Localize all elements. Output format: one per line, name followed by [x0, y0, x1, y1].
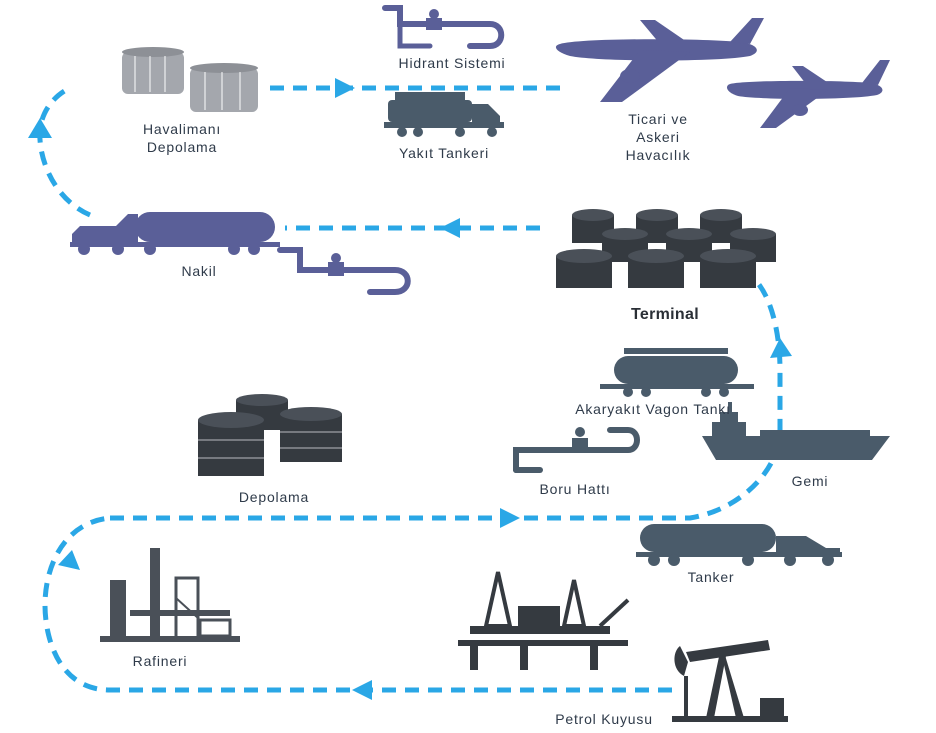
arrow-left-top	[440, 218, 460, 238]
route-segment-transport-to-airport	[37, 85, 92, 218]
offshore-rig-icon	[458, 571, 630, 670]
label-aviation-line3: Havacılık	[625, 147, 691, 163]
tanker-truck-icon	[636, 524, 842, 566]
rail-tank-car-icon	[600, 348, 754, 397]
storage-drums-icon	[198, 394, 342, 476]
pipe-valve-icon	[382, 5, 505, 49]
airplane-icon	[555, 18, 764, 102]
terminal-tanks-icon	[556, 209, 776, 288]
label-tanker: Tanker	[687, 569, 735, 585]
arrow-left-bottom	[352, 680, 372, 700]
label-hydrant-system: Hidrant Sistemi	[398, 55, 506, 71]
label-fuel-truck: Yakıt Tankeri	[398, 145, 490, 161]
tanker-truck-icon	[70, 212, 280, 255]
arrow-right-mid	[500, 508, 520, 528]
label-oil-well: Petrol Kuyusu	[555, 711, 653, 727]
fuel-truck-icon	[384, 92, 504, 137]
route-segment-well-to-refinery	[42, 515, 672, 693]
label-terminal: Terminal	[631, 306, 699, 323]
pumpjack-icon	[672, 640, 788, 722]
label-airport-storage-line1: Havalimanı	[142, 121, 222, 137]
route-segment-refinery-to-ship	[110, 278, 783, 521]
arrow-right-top	[335, 78, 355, 98]
label-ship: Gemi	[791, 473, 829, 489]
storage-tanks-icon	[122, 47, 258, 112]
pipe-valve-icon	[277, 247, 411, 295]
airplane-icon	[726, 60, 890, 128]
label-aviation-line1: Ticari ve	[628, 111, 688, 127]
label-rail-tank: Akaryakıt Vagon Tankı	[575, 401, 731, 417]
arrow-up-left-bottom	[58, 550, 80, 570]
label-aviation: Ticari ve Askeri Havacılık	[598, 110, 718, 164]
arrow-up-left-top	[28, 118, 52, 138]
label-airport-storage-line2: Depolama	[146, 139, 218, 155]
refinery-icon	[100, 548, 240, 642]
pipeline-valve-icon	[513, 427, 640, 473]
label-aviation-line2: Askeri	[636, 129, 680, 145]
label-pipeline: Boru Hattı	[539, 481, 611, 497]
label-airport-storage: Havalimanı Depolama	[110, 120, 254, 156]
label-transport: Nakil	[181, 263, 217, 279]
flow-arrows	[28, 78, 792, 700]
label-storage: Depolama	[238, 489, 310, 505]
label-refinery: Rafineri	[132, 653, 188, 669]
ship-icon	[702, 402, 890, 460]
arrow-up-right	[770, 338, 792, 358]
